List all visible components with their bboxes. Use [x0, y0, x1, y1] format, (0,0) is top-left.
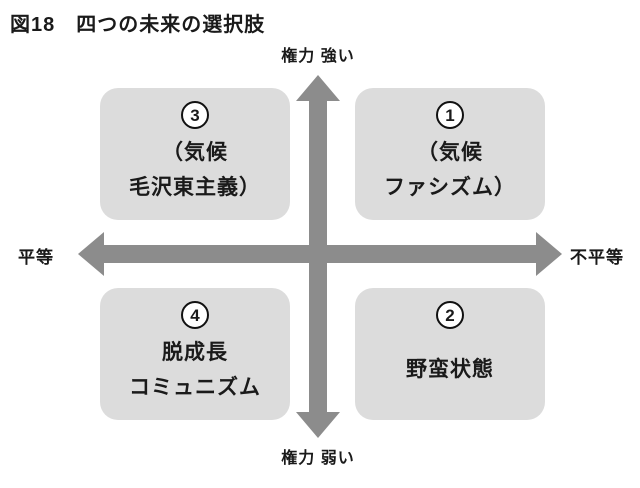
- quadrant-label-line: 脱成長: [162, 340, 228, 364]
- quadrant-label-line: ファシズム）: [384, 175, 516, 199]
- circled-number: 4: [181, 301, 209, 329]
- quadrant-label: （気候 ファシズム）: [384, 129, 516, 220]
- axis-label-equality: 平等: [18, 248, 54, 267]
- axis-label-power-weak: 権力 弱い: [281, 450, 355, 467]
- quadrant-barbarism: 2 野蛮状態: [355, 288, 545, 420]
- quadrant-climate-maoism: 3 （気候 毛沢東主義）: [100, 88, 290, 220]
- circled-number: 2: [436, 301, 464, 329]
- quadrant-label: （気候 毛沢東主義）: [129, 129, 261, 220]
- quadrant-label-line: （気候: [417, 140, 483, 164]
- quadrant-label-line: 毛沢東主義）: [129, 175, 261, 199]
- quadrant-label-line: （気候: [162, 140, 228, 164]
- quadrant-degrowth-communism: 4 脱成長 コミュニズム: [100, 288, 290, 420]
- quadrant-climate-fascism: 1 （気候 ファシズム）: [355, 88, 545, 220]
- down-arrowhead-icon: [296, 412, 340, 438]
- quadrant-label: 脱成長 コミュニズム: [129, 329, 261, 420]
- figure-title: 図18 四つの未来の選択肢: [10, 14, 266, 36]
- left-arrowhead-icon: [78, 232, 104, 276]
- up-arrowhead-icon: [296, 75, 340, 101]
- quadrant-label: 野蛮状態: [406, 329, 494, 420]
- axis-label-power-strong: 権力 強い: [281, 48, 355, 65]
- circled-number: 1: [436, 101, 464, 129]
- axis-label-inequality: 不平等: [570, 248, 624, 267]
- quadrant-label-line: 野蛮状態: [406, 358, 494, 382]
- circled-number: 3: [181, 101, 209, 129]
- quadrant-label-line: コミュニズム: [129, 375, 261, 399]
- right-arrowhead-icon: [536, 232, 562, 276]
- horizontal-axis-shaft: [101, 245, 537, 263]
